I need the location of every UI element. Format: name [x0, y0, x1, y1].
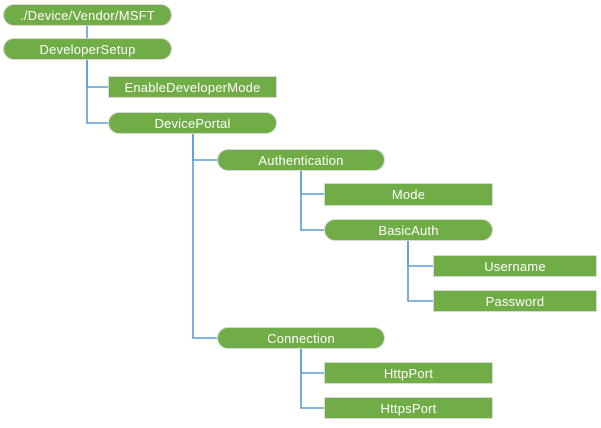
node-httpsport: HttpsPort: [324, 397, 493, 419]
node-basicauth: BasicAuth: [324, 219, 493, 241]
node-password: Password: [433, 290, 597, 312]
node-authentication: Authentication: [217, 149, 385, 171]
node-developersetup: DeveloperSetup: [3, 38, 172, 60]
node-username: Username: [433, 255, 597, 277]
node-httpport: HttpPort: [324, 362, 493, 384]
node-enabledevelopermode: EnableDeveloperMode: [108, 76, 277, 98]
node-device-vendor-msft: ./Device/Vendor/MSFT: [3, 4, 172, 26]
connector-line: [192, 134, 217, 339]
node-deviceportal: DevicePortal: [108, 112, 277, 134]
node-mode: Mode: [324, 183, 493, 206]
connector-line: [300, 349, 324, 409]
connector-line: [300, 171, 324, 231]
connector-line: [407, 241, 433, 302]
connector-line: [86, 60, 108, 124]
node-connection: Connection: [217, 327, 385, 349]
